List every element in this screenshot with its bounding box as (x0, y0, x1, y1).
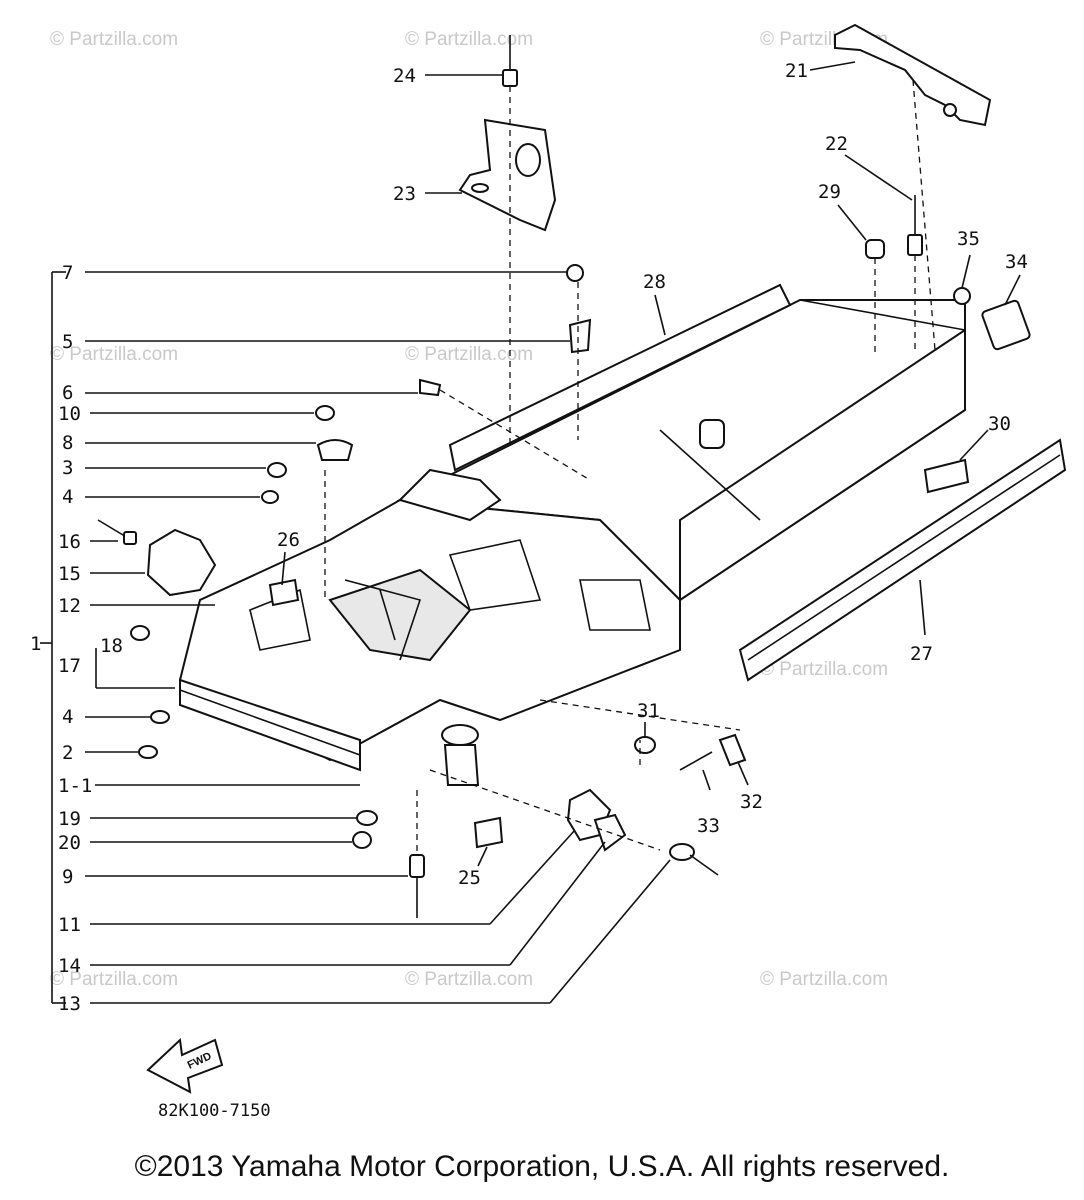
callout-4: 4 (62, 706, 73, 728)
callout-19: 19 (58, 808, 81, 830)
rail-28 (448, 283, 792, 472)
leader-lines (85, 61, 1021, 1004)
callout-30: 30 (988, 413, 1011, 435)
small-parts (97, 239, 1031, 918)
watermark: © Partzilla.com (50, 344, 178, 365)
bolt-24 (502, 35, 518, 87)
callout-3: 3 (62, 457, 73, 479)
mount-23 (458, 118, 557, 232)
callout-1-1: 1-1 (58, 775, 92, 797)
callout-16: 16 (58, 531, 81, 553)
frame-assembly (178, 299, 966, 786)
watermark: © Partzilla.com (50, 969, 178, 990)
callout-34: 34 (1005, 251, 1028, 273)
callout-21: 21 (785, 60, 808, 82)
callout-5: 5 (62, 331, 73, 353)
callout-18: 18 (100, 635, 123, 657)
callout-32: 32 (740, 791, 763, 813)
callout-7: 7 (62, 262, 73, 284)
callout-4: 4 (62, 486, 73, 508)
callout-25: 25 (458, 867, 481, 889)
callout-15: 15 (58, 563, 81, 585)
watermark: © Partzilla.com (405, 969, 533, 990)
bracket-21 (834, 23, 992, 127)
callout-13: 13 (58, 993, 81, 1015)
fwd-arrow: FWD (146, 1037, 224, 1094)
callout-20: 20 (58, 832, 81, 854)
callout-11: 11 (58, 914, 81, 936)
callout-22: 22 (825, 133, 848, 155)
callout-6: 6 (62, 382, 73, 404)
diagram-code: 82K100-7150 (158, 1101, 271, 1121)
callout-12: 12 (58, 595, 81, 617)
callout-9: 9 (62, 866, 73, 888)
copyright-notice: ©2013 Yamaha Motor Corporation, U.S.A. A… (134, 1150, 950, 1183)
callout-24: 24 (393, 65, 416, 87)
rail-27 (738, 438, 1067, 682)
callout-1: 1 (30, 633, 41, 655)
callout-10: 10 (58, 403, 81, 425)
watermark: © Partzilla.com (760, 969, 888, 990)
callout-2: 2 (62, 742, 73, 764)
callout-27: 27 (910, 643, 933, 665)
callout-29: 29 (818, 181, 841, 203)
watermark: © Partzilla.com (760, 659, 888, 680)
watermark: © Partzilla.com (50, 29, 178, 50)
assembly-lines (324, 79, 936, 855)
callout-33: 33 (697, 815, 720, 837)
callout-numbers: 1 1-1 2 3 4 4 5 6 7 8 9 10 11 12 13 14 1… (30, 60, 1028, 1015)
callout-26: 26 (277, 529, 300, 551)
callout-31: 31 (637, 700, 660, 722)
callout-35: 35 (957, 228, 980, 250)
bolt-22 (907, 195, 923, 256)
callout-14: 14 (58, 955, 81, 977)
callout-28: 28 (643, 271, 666, 293)
callout-17: 17 (58, 655, 81, 677)
callout-23: 23 (393, 183, 416, 205)
watermark: © Partzilla.com (405, 29, 533, 50)
callout-bracket (40, 271, 175, 1004)
watermark: © Partzilla.com (405, 344, 533, 365)
callout-8: 8 (62, 432, 73, 454)
